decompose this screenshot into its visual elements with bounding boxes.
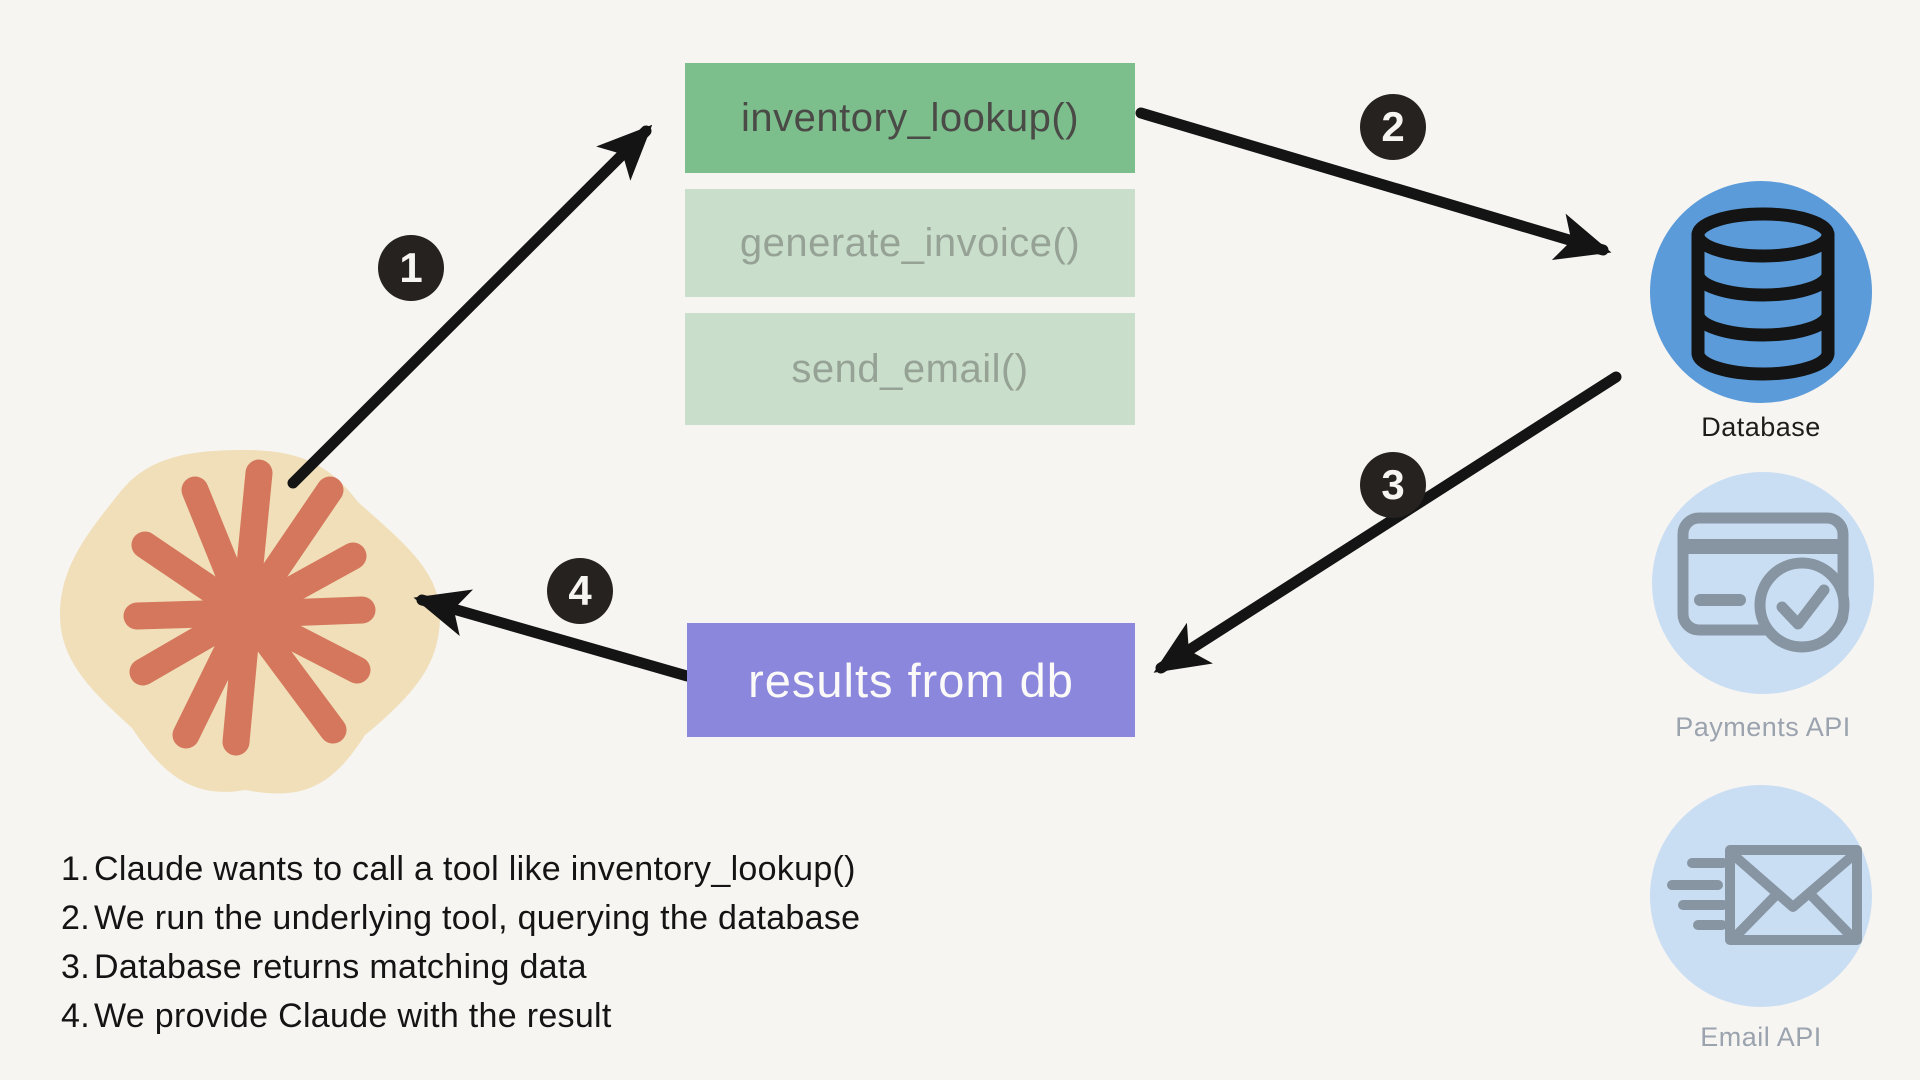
step-item-3: 3. Database returns matching data	[58, 943, 860, 992]
claude-starburst-icon	[123, 459, 376, 756]
service-payments-label: Payments API	[1675, 712, 1851, 742]
step-item-4: 4. We provide Claude with the result	[58, 992, 860, 1041]
claude-logo	[60, 450, 440, 794]
step-item-1: 1. Claude wants to call a tool like inve…	[58, 845, 860, 894]
arrow-step-3	[1153, 371, 1622, 674]
arrow-step-2	[1135, 107, 1612, 261]
service-database	[1650, 181, 1872, 403]
step-number: 1.	[61, 850, 90, 888]
step-text: Claude wants to call a tool like invento…	[94, 850, 856, 888]
badge-number: 1	[399, 244, 423, 291]
arrow-step-4	[413, 589, 693, 682]
badge-number: 4	[568, 567, 592, 614]
badge-step-4: 4	[547, 558, 613, 624]
service-database-label: Database	[1701, 412, 1821, 442]
step-number: 2.	[61, 899, 90, 937]
badge-step-2: 2	[1360, 94, 1426, 160]
step-text: Database returns matching data	[94, 948, 587, 986]
service-payments	[1652, 472, 1874, 694]
payments-icon	[1677, 512, 1850, 653]
database-icon	[1691, 207, 1835, 381]
step-number: 4.	[61, 997, 90, 1035]
result-box: results from db	[687, 623, 1135, 737]
step-list: 1. Claude wants to call a tool like inve…	[58, 845, 860, 1041]
tool-box-generate-invoice: generate_invoice()	[685, 189, 1135, 297]
tool-box-send-email: send_email()	[685, 313, 1135, 425]
email-icon	[1667, 845, 1862, 945]
step-number: 3.	[61, 948, 90, 986]
tool-label: inventory_lookup()	[740, 95, 1080, 140]
tool-label: send_email()	[791, 346, 1029, 391]
badge-number: 2	[1381, 103, 1405, 150]
service-email-label: Email API	[1700, 1022, 1822, 1052]
step-item-2: 2. We run the underlying tool, querying …	[58, 894, 860, 943]
tool-label: generate_invoice()	[739, 220, 1081, 265]
service-email	[1650, 785, 1872, 1007]
tool-box-inventory-lookup: inventory_lookup()	[685, 63, 1135, 173]
arrow-step-1	[287, 124, 653, 489]
step-text: We provide Claude with the result	[94, 997, 612, 1035]
badge-step-3: 3	[1360, 452, 1426, 518]
badge-number: 3	[1381, 461, 1405, 508]
badge-step-1: 1	[378, 235, 444, 301]
result-box-label: results from db	[748, 653, 1074, 707]
step-text: We run the underlying tool, querying the…	[94, 899, 861, 937]
